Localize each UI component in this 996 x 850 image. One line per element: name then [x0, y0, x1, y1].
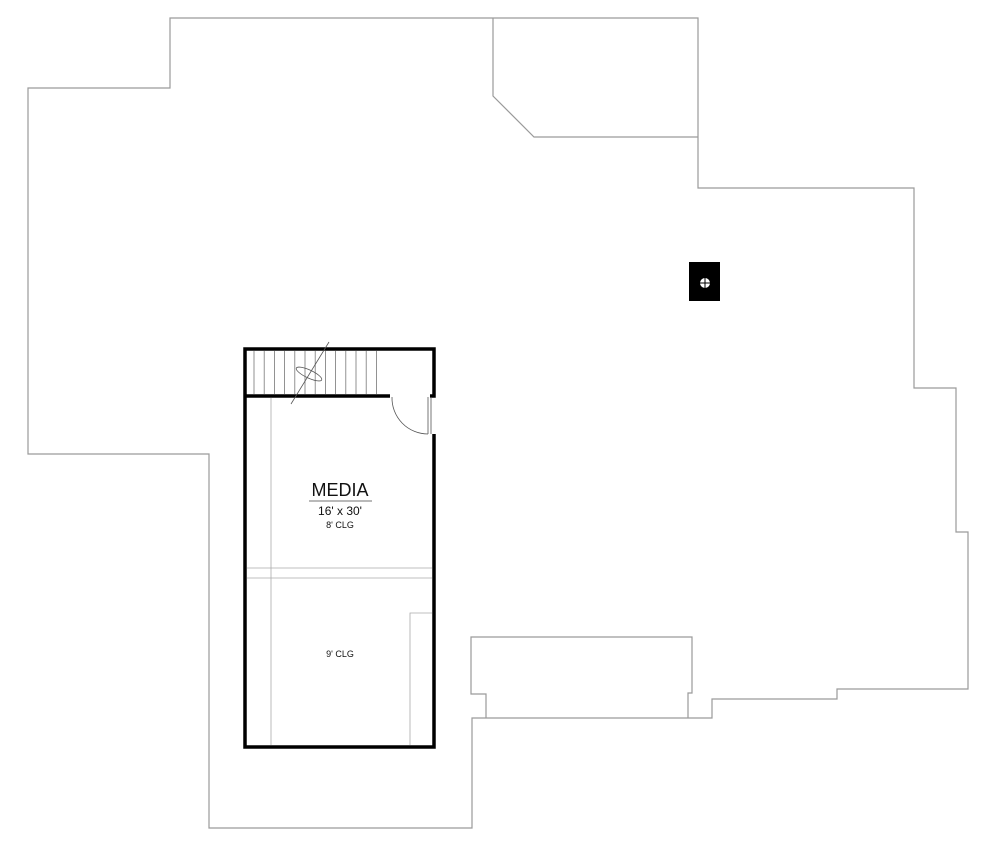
door	[391, 396, 432, 435]
support-column	[689, 262, 720, 301]
media-room-walls	[243, 347, 436, 749]
room-size-media: 16' x 30'	[318, 504, 362, 518]
building-outline	[27, 17, 969, 829]
room-ceiling-media: 8' CLG	[326, 520, 354, 530]
interior-lines	[247, 398, 432, 745]
stairs	[253, 351, 377, 394]
room-ceiling-lower: 9' CLG	[326, 649, 354, 659]
stair-break-symbol	[290, 341, 330, 405]
roof-notch-line	[492, 18, 698, 138]
porch-outline	[470, 636, 693, 718]
room-name-media: MEDIA	[311, 480, 369, 500]
